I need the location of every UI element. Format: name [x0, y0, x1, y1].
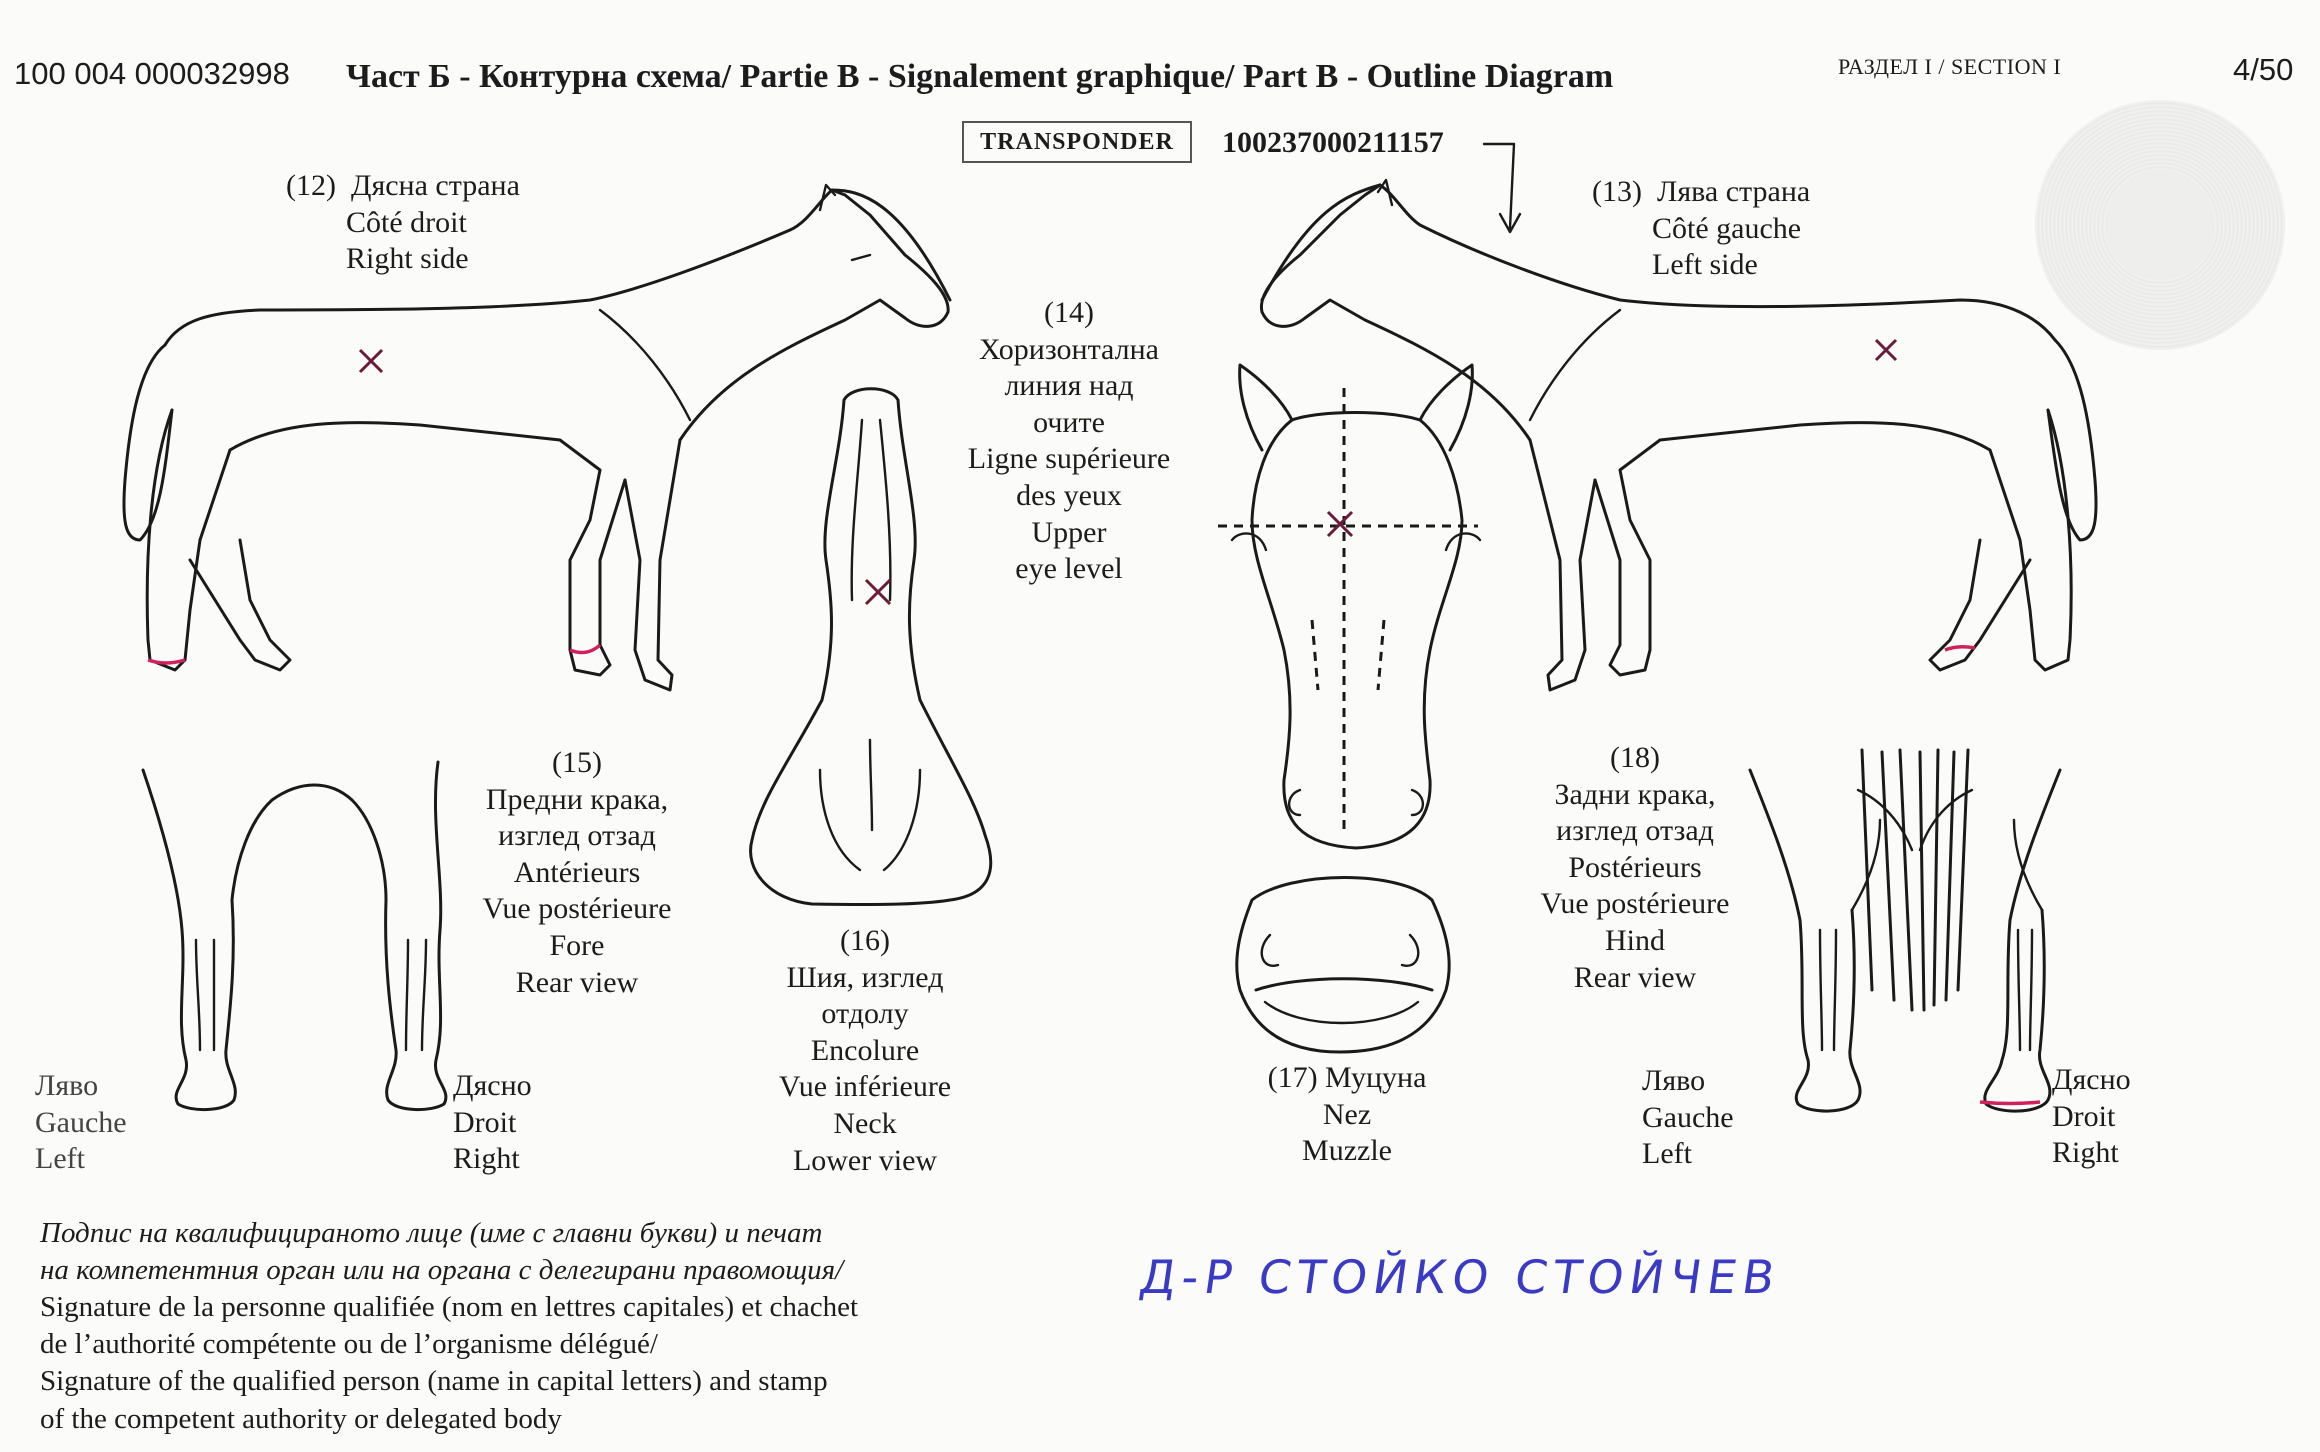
fore-left-label: Ляво Gauche Left: [35, 1069, 127, 1176]
hind-left-label: Ляво Gauche Left: [1642, 1064, 1734, 1171]
handwritten-signature-name: Д-Р СТОЙКО СТОЙЧЕВ: [1136, 1250, 1785, 1304]
signature-caption-line-fr-1: Signature de la personne qualifiée (nom …: [40, 1291, 859, 1324]
page-number: 4/50: [2233, 52, 2294, 87]
signature-caption-line-en-1: Signature of the qualified person (name …: [40, 1365, 828, 1398]
signature-caption-line-fr-2: de l’authorité compétente ou de l’organi…: [40, 1328, 658, 1361]
hind-legs-rear-view-label: (18) Задни крака, изглед отзад Postérieu…: [1540, 741, 1730, 994]
neck-lower-view-label: (16) Шия, изглед отдолу Encolure Vue inf…: [778, 924, 952, 1177]
signature-caption: Подпис на квалифицираното лице (име с гл…: [40, 1215, 858, 1438]
document-number: 100 004 000032998: [14, 56, 290, 91]
right-side-label: (12) Дясна страна Côté droit Right side: [286, 169, 520, 276]
transponder-number: 100237000211157: [1222, 126, 1444, 159]
hind-right-label: Дясно Droit Right: [2052, 1063, 2131, 1170]
fore-right-label: Дясно Droit Right: [453, 1069, 532, 1176]
hologram-seal-icon: [2035, 100, 2285, 350]
transponder-label: TRANSPONDER: [962, 121, 1192, 163]
upper-eye-level-label: (14) Хоризонтална линия над очите Ligne …: [967, 296, 1171, 586]
signature-caption-line-en-2: of the competent authority or delegated …: [40, 1402, 562, 1435]
muzzle-label: (17) Муцуна Nez Muzzle: [1267, 1061, 1427, 1168]
section-label: РАЗДЕЛ I / SECTION I: [1838, 54, 2062, 79]
left-side-label: (13) Лява страна Côté gauche Left side: [1592, 175, 1811, 282]
fore-legs-rear-view-label: (15) Предни крака, изглед отзад Antérieu…: [482, 746, 672, 999]
page-title: Част Б - Контурна схема/ Partie B - Sign…: [346, 58, 1614, 95]
signature-caption-line-bg-1: Подпис на квалифицираното лице (име с гл…: [40, 1217, 823, 1249]
signature-caption-line-bg-2: на компетентния орган или на органа с де…: [40, 1254, 844, 1287]
